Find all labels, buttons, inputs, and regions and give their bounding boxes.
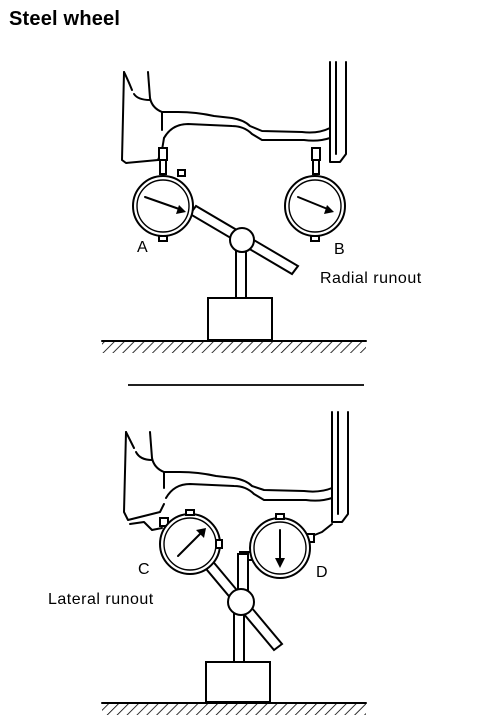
- gauge-label-a: A: [137, 239, 148, 256]
- gauge-label-b: B: [334, 241, 345, 258]
- radial-runout-setup: A B Radial runout: [101, 61, 422, 353]
- magnetic-base-bottom: [205, 661, 271, 703]
- wheel-rim-section-bottom: [123, 411, 349, 523]
- ground-top: [101, 340, 367, 353]
- lateral-runout-caption: Lateral runout: [48, 591, 154, 608]
- dial-indicator-b: [284, 147, 346, 242]
- dial-indicator-c: [129, 509, 223, 575]
- page-title: Steel wheel: [9, 8, 121, 30]
- stand-clamp-knob: [227, 588, 255, 616]
- lateral-runout-setup: C D Lateral runout: [48, 411, 367, 715]
- gauge-label-c: C: [138, 561, 150, 578]
- indicator-stand-top: [188, 204, 300, 299]
- gauge-label-d: D: [316, 564, 328, 581]
- radial-runout-caption: Radial runout: [320, 270, 422, 287]
- stand-clamp-knob: [229, 227, 255, 253]
- dial-indicator-a: [132, 147, 194, 242]
- ground-bottom: [101, 702, 367, 715]
- magnetic-base-top: [207, 297, 273, 341]
- dial-indicator-d: [249, 513, 333, 579]
